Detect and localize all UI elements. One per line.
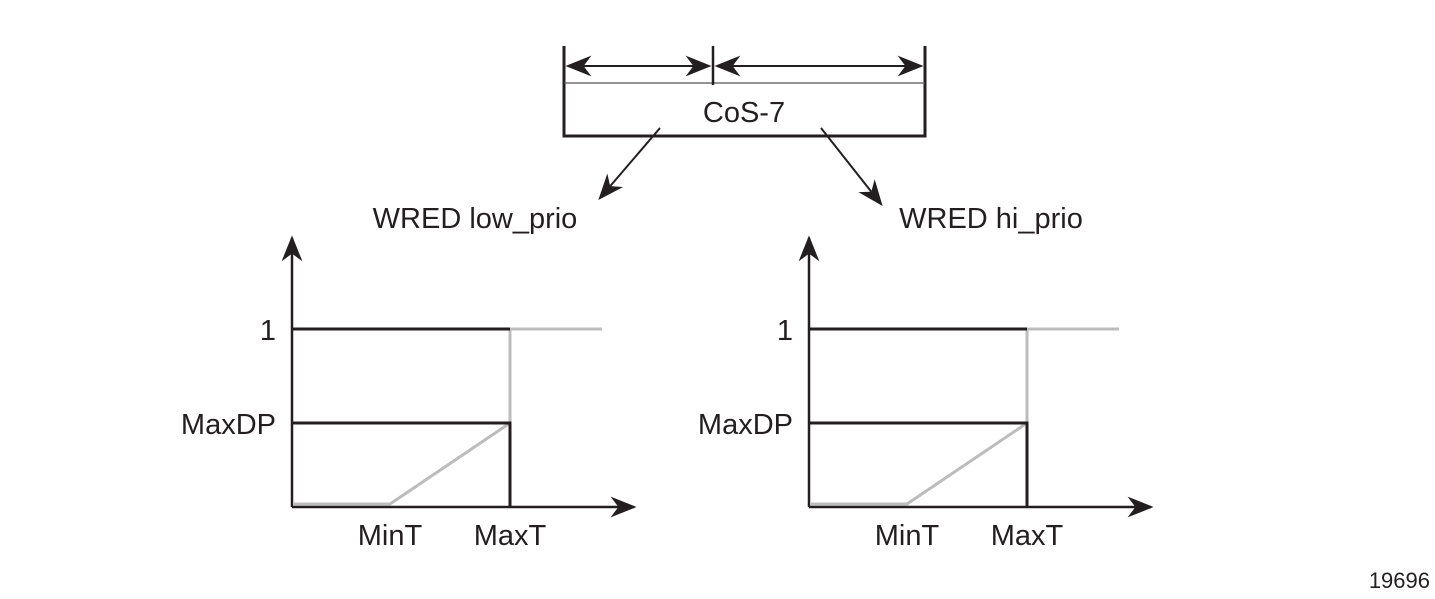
x-tick-label-mint: MinT: [875, 520, 940, 552]
x-tick-label-maxt: MaxT: [991, 520, 1064, 552]
queue-outline: [562, 46, 927, 138]
profile-title: WRED hi_prio: [899, 203, 1083, 235]
x-tick-label-mint: MinT: [358, 520, 423, 552]
y-tick-label-one: 1: [777, 315, 793, 347]
y-tick-label-one: 1: [260, 315, 276, 347]
arrow-to-low-prio: [598, 127, 661, 200]
figure-id: 19696: [1369, 568, 1430, 593]
profile-title: WRED low_prio: [373, 203, 578, 235]
queue-label: CoS-7: [703, 97, 785, 129]
drop-probability-curve: [294, 327, 602, 506]
drop-probability-curve: [811, 327, 1119, 506]
y-tick-label-maxdp: MaxDP: [181, 409, 276, 441]
y-tick-label-maxdp: MaxDP: [698, 409, 793, 441]
arrow-to-hi-prio: [820, 127, 883, 207]
x-tick-label-maxt: MaxT: [474, 520, 547, 552]
queue-buffer: CoS-7: [562, 46, 927, 138]
